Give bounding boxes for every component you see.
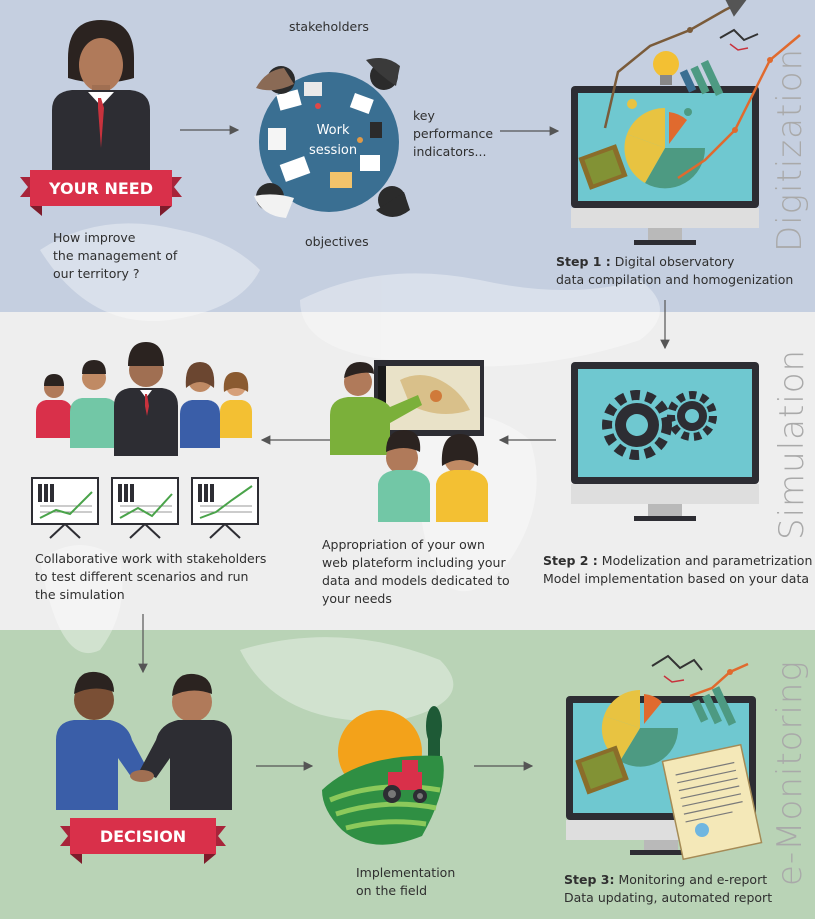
- decision-ribbon: [60, 818, 226, 864]
- decision-label: DECISION: [99, 827, 187, 846]
- work-session-label: Work session: [309, 123, 358, 158]
- step1-description: Step 1 : Digital observatory data compil…: [556, 254, 794, 287]
- need-description: How improve the management of our territ…: [53, 230, 178, 281]
- step1-monitor: [571, 86, 759, 245]
- section-label-monitoring: e-Monitoring: [770, 660, 810, 886]
- collab-description: Collaborative work with stakeholders to …: [35, 551, 267, 602]
- objectives-label: objectives: [305, 234, 369, 249]
- section-label-digitization: Digitization: [770, 47, 810, 252]
- step1-decorations: [603, 0, 801, 180]
- field-tractor-icon: [322, 706, 444, 845]
- handshake-figures: [56, 671, 232, 810]
- section-label-simulation: Simulation: [772, 348, 812, 540]
- your-need-ribbon: [20, 170, 182, 216]
- scenario-flipcharts: [31, 477, 259, 539]
- step2-description: Step 2 : Modelization and parametrizatio…: [543, 553, 813, 586]
- step3-description: Step 3: Monitoring and e-report Data upd…: [564, 872, 773, 905]
- businessman-figure: [52, 20, 150, 170]
- world-map-background: [40, 223, 660, 722]
- kpi-label: key performance indicators...: [413, 108, 494, 159]
- report-document-icon: [661, 743, 763, 861]
- gear-icon: [602, 390, 717, 460]
- work-session-table: [254, 58, 410, 218]
- step3-decorations: [651, 654, 749, 726]
- platform-description: Appropriation of your own web plateform …: [322, 537, 510, 606]
- stakeholder-group: [36, 342, 252, 456]
- platform-presentation: [330, 360, 488, 522]
- your-need-label: YOUR NEED: [48, 179, 154, 198]
- stakeholders-label: stakeholders: [289, 19, 369, 34]
- implementation-description: Implementation on the field: [356, 865, 456, 898]
